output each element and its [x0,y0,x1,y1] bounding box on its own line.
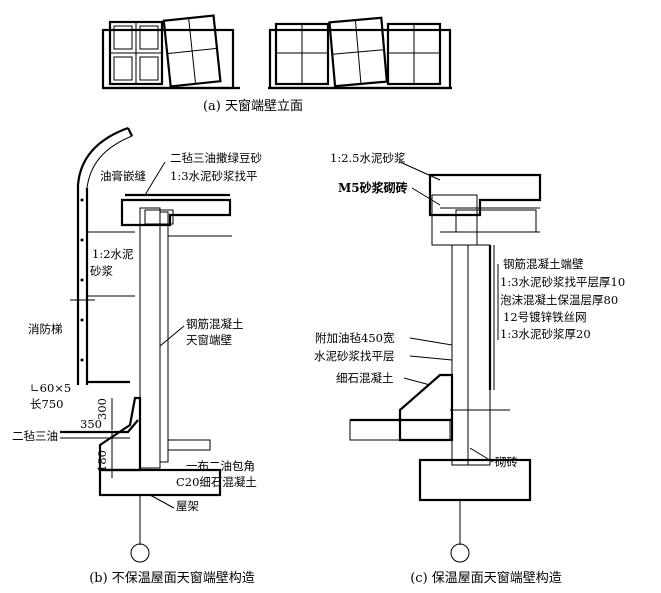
caption-c: (c) 保温屋面天窗端壁构造 [410,570,562,586]
label-r7: 1:3水泥砂浆厚20 [500,327,591,341]
label-r9: 水泥砂浆找平层 [314,349,395,363]
label-l7: 天窗端壁 [186,333,232,347]
label-l6: 钢筋混凝土 [186,317,244,331]
caption-a: (a) 天窗端壁立面 [203,98,303,114]
label-l1: 二毡三油撒绿豆砂 [170,151,262,165]
label-l10: 长750 [30,397,63,411]
label-r3: 钢筋混凝土端壁 [503,257,584,271]
caption-b: (b) 不保温屋面天窗端壁构造 [89,570,255,586]
label-r4: 1:3水泥砂浆找平层厚10 [500,275,625,289]
label-l8: 消防梯 [28,322,63,336]
window-elevation-left [101,14,240,90]
left-section [60,126,232,563]
label-r10: 细石混凝土 [336,371,394,385]
label-l12: 350 [80,417,102,431]
label-r11: 砌砖 [495,455,518,469]
label-l17: 屋架 [176,499,199,513]
label-r1: 1:2.5水泥砂浆 [330,151,406,165]
label-l14: 180 [95,450,109,472]
label-l16: C20细石混凝土 [176,475,257,489]
label-r5: 泡沫混凝土保温层厚80 [500,293,618,307]
label-l9: ∟60×5 [30,381,71,395]
label-r2: M5砂浆砌砖 [338,180,408,195]
right-section [349,173,542,563]
label-r8: 附加油毡450宽 [315,331,395,345]
label-l2: 1:3水泥砂浆找平 [170,169,258,183]
label-l13: 二毡三油 [12,429,58,443]
label-r6: 12号镀锌铁丝网 [503,310,587,324]
label-l11: 300 [95,398,109,420]
label-l15: 一布二油包角 [186,459,255,473]
window-elevation-right [268,16,452,90]
label-l3: 油膏嵌缝 [100,169,146,183]
label-l5: 砂浆 [90,264,113,278]
label-l4: 1:2水泥 [92,247,134,261]
